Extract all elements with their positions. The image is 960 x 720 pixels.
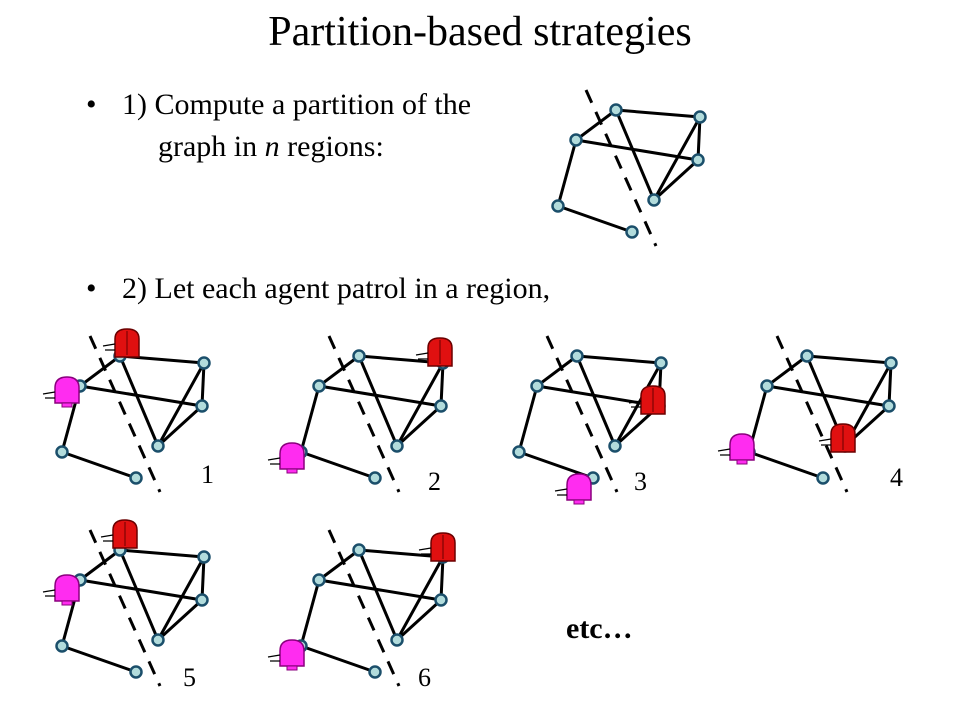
bullet-2-line-1: 2) Let each agent patrol in a region, (122, 272, 551, 305)
step-number-3: 3 (634, 467, 647, 496)
step-number-4: 4 (890, 463, 903, 492)
etc-label: etc… (566, 612, 633, 645)
step-number-6: 6 (418, 663, 431, 692)
magenta-agent-icon (267, 639, 305, 671)
slide-title: Partition-based strategies (268, 9, 692, 55)
step-number-5: 5 (183, 663, 196, 692)
step-number-2: 2 (428, 467, 441, 496)
bullet-dot: • (86, 88, 97, 121)
step-number-1: 1 (201, 460, 214, 489)
bullet-1-line-1: 1) Compute a partition of the (122, 88, 472, 121)
bullet-dot: • (86, 272, 97, 305)
bullet-1-line-2: graph in n regions: (158, 130, 384, 163)
